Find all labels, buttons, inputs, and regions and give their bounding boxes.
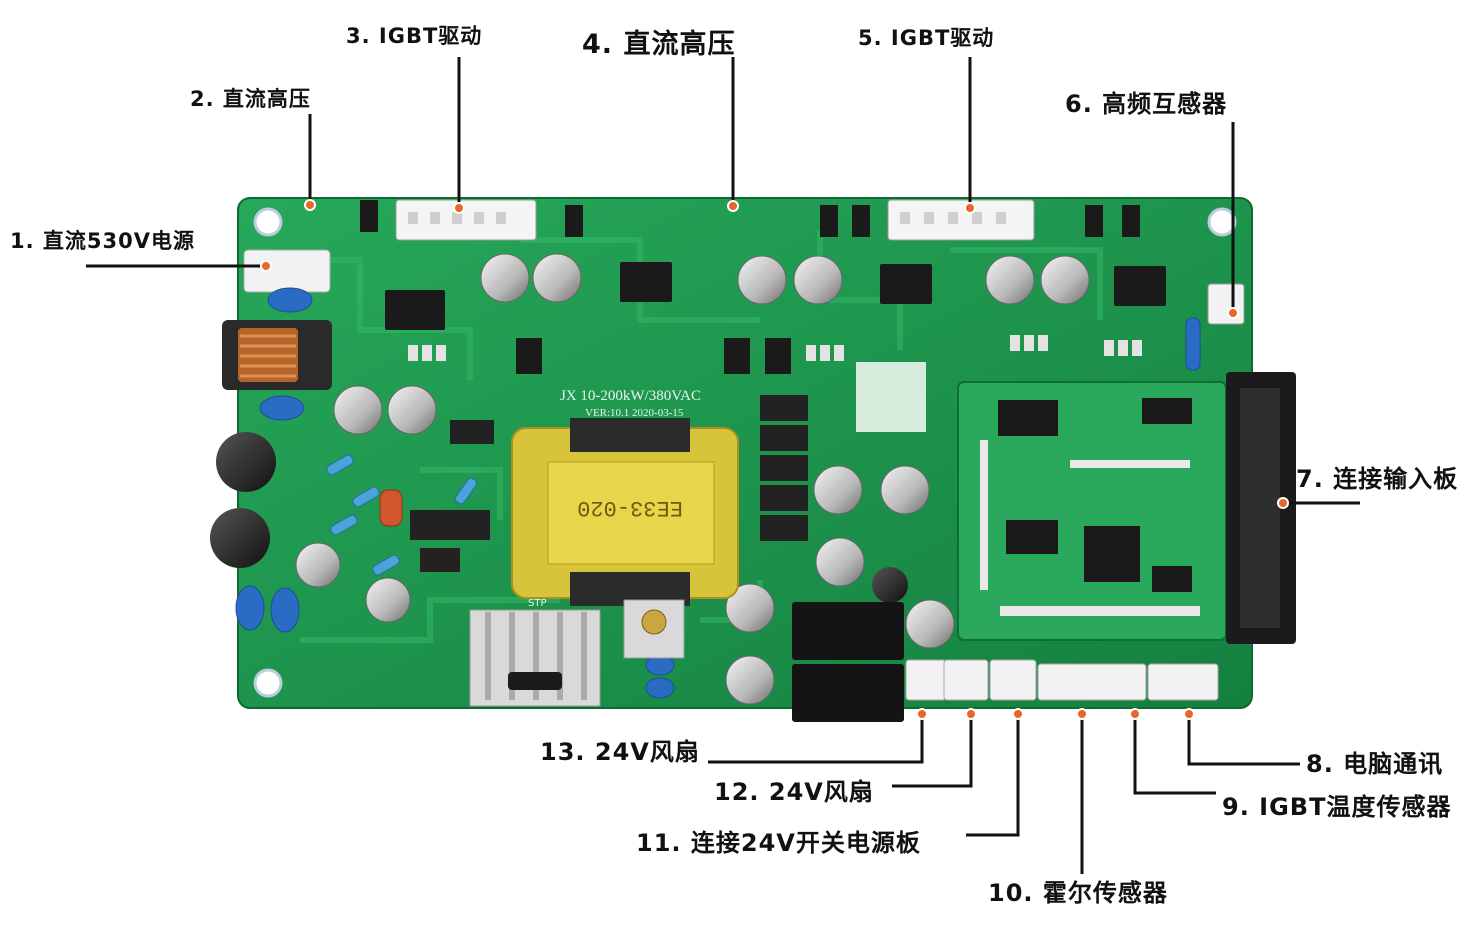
board-model-print: JX 10-200kW/380VAC	[560, 388, 701, 404]
marker-11	[1012, 708, 1024, 720]
mounting-holes	[253, 207, 1237, 698]
blue-capacitors	[235, 287, 1201, 699]
callout-24v-psu-board: 11. 连接24V开关电源板	[636, 829, 921, 857]
smd-components	[408, 335, 1142, 432]
leader-lines	[86, 57, 1360, 874]
connector-cn1	[243, 249, 331, 293]
ic-chips	[360, 200, 1166, 374]
marker-13	[916, 708, 928, 720]
marker-7	[1277, 497, 1289, 509]
leader-8	[1187, 714, 1300, 766]
heatsink	[469, 609, 601, 707]
transformer-print: EE33-020	[577, 495, 683, 520]
connector-igbt-drive-1	[395, 199, 537, 241]
marker-1	[260, 260, 272, 272]
callout-igbt-drive-1: 3. IGBT驱动	[346, 24, 483, 48]
relays	[792, 602, 904, 722]
marker-3	[453, 202, 465, 214]
marker-8	[1183, 708, 1195, 720]
resistors	[326, 454, 478, 576]
callout-igbt-temp-sensor: 9. IGBT温度传感器	[1222, 793, 1452, 821]
board-version-print: VER:10.1 2020-03-15	[585, 407, 684, 419]
leader-9	[1133, 714, 1216, 795]
leader-13	[708, 714, 924, 764]
callout-24v-fan-2: 12. 24V风扇	[714, 778, 874, 806]
marker-9	[1129, 708, 1141, 720]
leader-12	[892, 714, 973, 788]
marker-dots	[260, 199, 1289, 720]
marker-10	[1076, 708, 1088, 720]
potentiometer	[623, 599, 685, 659]
callout-igbt-drive-2: 5. IGBT驱动	[858, 26, 995, 50]
callout-pc-comm: 8. 电脑通讯	[1306, 750, 1444, 778]
connector-pins	[408, 212, 1006, 224]
idc-header	[1226, 372, 1296, 644]
marker-2	[304, 199, 316, 211]
marker-5	[964, 202, 976, 214]
marker-12	[965, 708, 977, 720]
choke-inductor	[222, 320, 332, 390]
input-daughter-board	[957, 381, 1227, 641]
connector-igbt-drive-2	[887, 199, 1035, 241]
callout-24v-fan-1: 13. 24V风扇	[540, 738, 700, 766]
callout-hall-sensor: 10. 霍尔传感器	[988, 879, 1168, 907]
marker-6	[1227, 307, 1239, 319]
callout-dc-high-voltage-1: 2. 直流高压	[190, 87, 311, 111]
electrolytic-capacitors	[295, 253, 1090, 705]
marker-4	[727, 200, 739, 212]
leader-11	[966, 714, 1020, 837]
callout-dc-high-voltage-2: 4. 直流高压	[582, 29, 736, 60]
heatsink-part-print: STP	[528, 598, 547, 609]
callout-hf-transformer: 6. 高频互感器	[1065, 90, 1228, 118]
callout-input-board: 7. 连接输入板	[1296, 465, 1459, 493]
callout-dc530v-power: 1. 直流530V电源	[10, 229, 195, 253]
smd-diodes	[410, 395, 808, 572]
black-capacitors	[210, 432, 908, 603]
bottom-connectors	[905, 659, 1219, 701]
connector-hf-transformer	[1207, 283, 1245, 325]
